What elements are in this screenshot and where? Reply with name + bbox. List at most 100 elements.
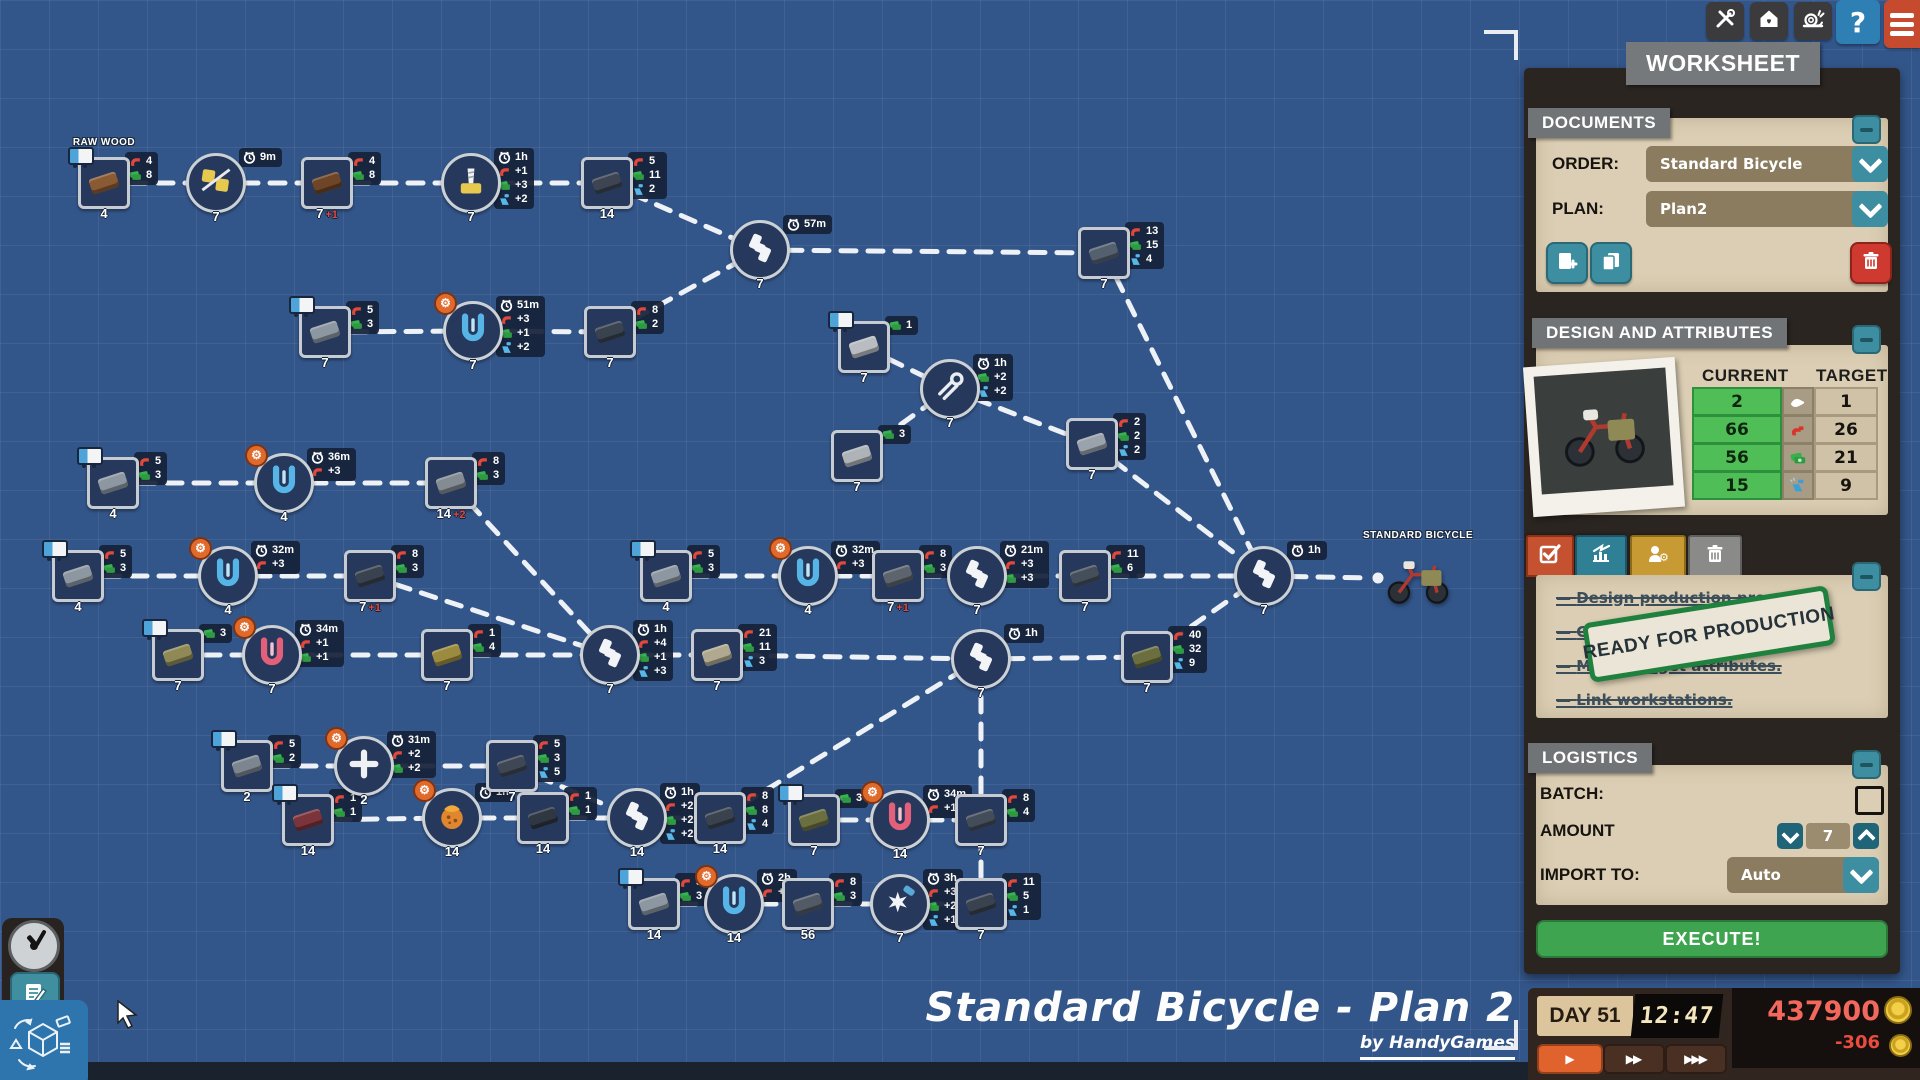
play-button[interactable]: ▶ [1537,1044,1603,1074]
item-icon [1076,432,1108,456]
menu-button[interactable] [1884,0,1920,48]
item-icon [88,171,120,195]
time-of-day-icon[interactable] [8,920,60,972]
documents-minimize-button[interactable] [1852,115,1881,144]
process-node[interactable]: 34m+1+1⚙7 [233,616,345,696]
stat-badge: +2 [500,341,539,354]
plan-dropdown[interactable]: Plan2 [1646,191,1888,227]
chevron-down-icon[interactable] [1852,146,1888,182]
new-plan-button[interactable] [1546,242,1588,284]
process-node[interactable]: 31m+2+2⚙2 [325,727,437,807]
amount-value[interactable]: 7 [1806,823,1850,849]
badge-panel: 1h [1004,624,1044,643]
money-icon [500,327,513,340]
money-icon [476,469,489,482]
workshop-tools-button[interactable] [1706,2,1744,40]
stat-badge: 3 [203,627,226,640]
chevron-down-icon[interactable] [1852,191,1888,227]
amount-decrease-button[interactable] [1777,823,1803,849]
import-to-dropdown[interactable]: Auto [1727,857,1879,893]
process-node[interactable]: 32m+3⚙4 [769,537,881,617]
delete-plan-button[interactable] [1850,242,1892,284]
standard-bicycle-node[interactable]: STANDARD BICYCLE [1363,530,1473,611]
stat-badge: +3 [500,313,539,326]
item-node[interactable]: 5314 [618,868,709,942]
quantity-label: 7 [713,678,721,693]
process-node[interactable]: 34m+1⚙14 [861,781,973,861]
worksheet-icon [21,980,49,1013]
process-node[interactable]: 32m+3⚙4 [189,537,301,617]
process-node[interactable]: 36m+3⚙4 [245,444,357,524]
blueprint-mode-button[interactable] [0,1000,88,1080]
execute-button[interactable]: EXECUTE! [1536,920,1888,958]
tab-statistics[interactable] [1575,535,1627,577]
tab-staff[interactable]: ⚙ [1630,535,1686,577]
stat-badge: 4 [129,155,152,168]
machine-icon [456,312,490,351]
batch-checkbox[interactable] [1855,786,1884,815]
quantity-label: 7 [896,930,904,945]
fastest-forward-button[interactable]: ▶▶▶ [1665,1044,1727,1074]
process-node[interactable]: 51m+3+1+2⚙7 [434,292,546,372]
chevron-down-icon[interactable] [1843,857,1879,893]
order-dropdown[interactable]: Standard Bicycle [1646,146,1888,182]
gear-badge-icon: ⚙ [413,779,436,802]
bicycle-photo [1533,367,1674,495]
timer-icon [391,734,404,747]
speed-snail-button[interactable] [1794,2,1832,40]
tab-discard[interactable] [1688,535,1742,577]
copy-plan-button[interactable] [1590,242,1632,284]
help-button[interactable]: ? [1836,0,1880,44]
process-node[interactable]: 2h+3⚙14 [695,865,797,945]
home-button[interactable] [1750,2,1788,40]
fast-forward-button[interactable]: ▶▶ [1603,1044,1665,1074]
time-badge: 3h [927,872,957,885]
amount-increase-button[interactable] [1853,823,1879,849]
logistics-minimize-button[interactable] [1852,750,1881,779]
process-node[interactable]: 1h⚙14 [413,779,515,859]
design-minimize-button[interactable] [1852,325,1881,354]
checklist-minimize-button[interactable] [1852,562,1881,591]
tab-checklist[interactable] [1526,535,1574,577]
machine-icon [883,801,917,840]
